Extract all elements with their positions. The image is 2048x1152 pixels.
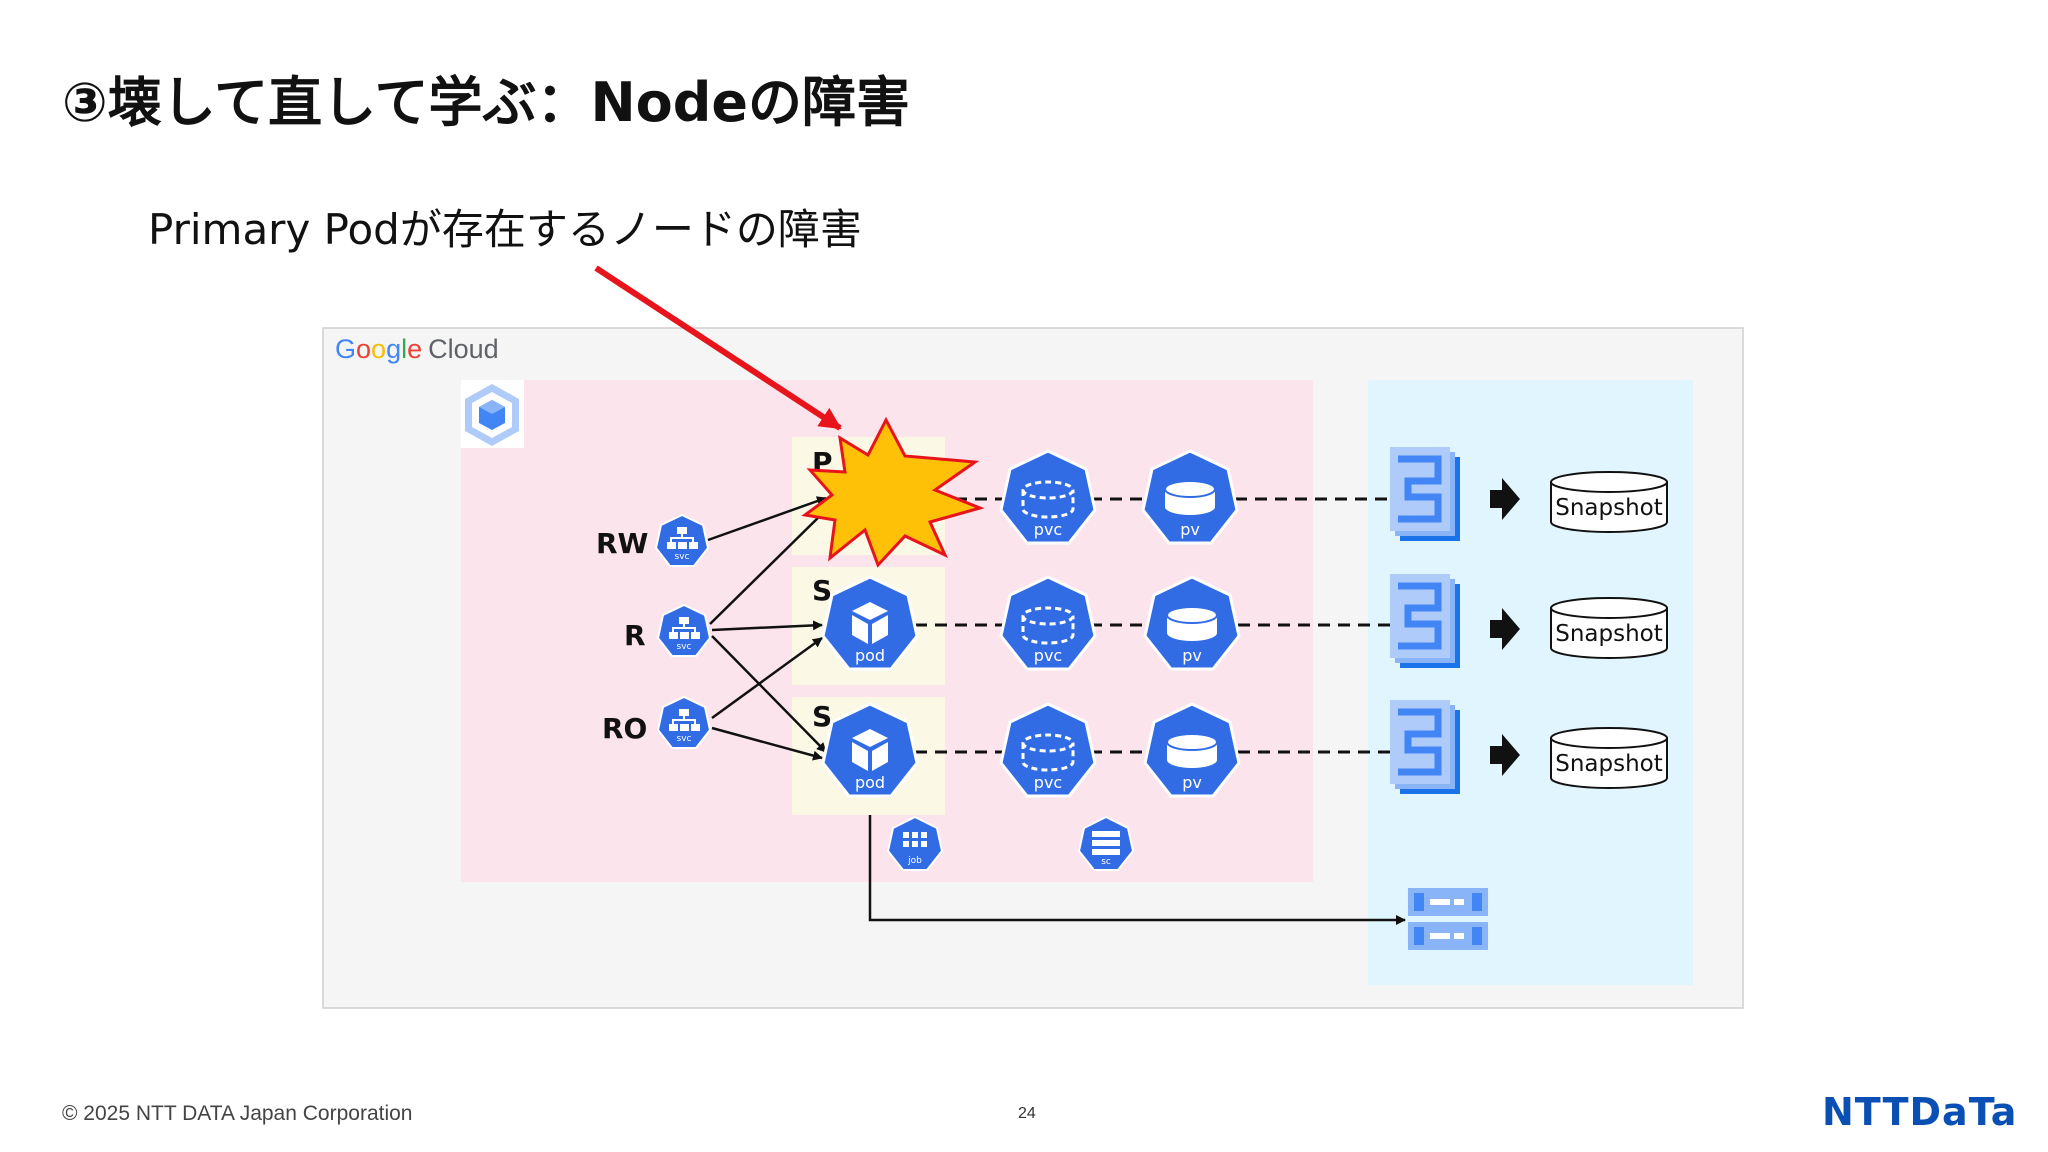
page-number: 24 bbox=[1018, 1105, 1036, 1122]
snapshot-cylinder: Snapshot bbox=[1550, 727, 1668, 789]
google-letter: g bbox=[386, 334, 401, 364]
pod-role-secondary: S bbox=[812, 574, 832, 607]
block-arrow-icon bbox=[1490, 734, 1520, 776]
failure-explosion-icon bbox=[801, 416, 985, 568]
svc-caption: svc bbox=[677, 642, 692, 652]
svc-caption: svc bbox=[677, 734, 692, 744]
footer-copyright: © 2025 NTT DATA Japan Corporation bbox=[62, 1102, 413, 1125]
svc-caption: svc bbox=[675, 552, 690, 562]
google-letter: G bbox=[335, 334, 356, 364]
service-icon: svc bbox=[656, 695, 712, 749]
gke-icon bbox=[461, 380, 524, 448]
pv-caption: pv bbox=[1180, 520, 1200, 539]
failure-pointer-arrow bbox=[594, 265, 842, 431]
slide-subtitle: Primary Podが存在するノードの障害 bbox=[148, 205, 862, 254]
pvc-icon: pvc bbox=[999, 575, 1097, 671]
pvc-caption: pvc bbox=[1034, 646, 1062, 665]
slide-title: ③壊して直して学ぶ：Nodeの障害 bbox=[62, 71, 911, 134]
pod-role-secondary: S bbox=[812, 700, 832, 733]
pv-caption: pv bbox=[1182, 646, 1202, 665]
service-icon: svc bbox=[656, 603, 712, 657]
pod-caption: pod bbox=[855, 773, 885, 792]
pvc-caption: pvc bbox=[1034, 520, 1062, 539]
storage-class-icon: sc bbox=[1077, 815, 1135, 871]
pv-icon: pv bbox=[1143, 575, 1241, 671]
job-caption: job bbox=[907, 856, 922, 866]
service-label-rw: RW bbox=[596, 527, 649, 560]
pod-icon: pod bbox=[821, 702, 919, 798]
pv-icon: pv bbox=[1141, 449, 1239, 545]
service-arrows bbox=[707, 496, 827, 761]
pvc-icon: pvc bbox=[999, 702, 1097, 798]
backup-arrow bbox=[868, 815, 1406, 925]
pv-caption: pv bbox=[1182, 773, 1202, 792]
pv-icon: pv bbox=[1143, 702, 1241, 798]
snapshot-cylinder: Snapshot bbox=[1550, 471, 1668, 533]
backup-storage-icon bbox=[1408, 888, 1488, 950]
persistent-disk-icon bbox=[1390, 574, 1460, 668]
sc-caption: sc bbox=[1101, 857, 1111, 867]
google-letter: o bbox=[356, 334, 371, 364]
snapshot-cylinder: Snapshot bbox=[1550, 597, 1668, 659]
pvc-icon: pvc bbox=[999, 449, 1097, 545]
google-letter: l bbox=[401, 334, 407, 364]
google-letter: e bbox=[407, 334, 422, 364]
pod-icon: pod bbox=[821, 575, 919, 671]
block-arrow-icon bbox=[1490, 478, 1520, 520]
dashed-links bbox=[915, 497, 1395, 754]
pod-caption: pod bbox=[855, 646, 885, 665]
snapshot-label: Snapshot bbox=[1555, 751, 1663, 777]
google-letter: o bbox=[371, 334, 386, 364]
service-label-r: R bbox=[624, 619, 646, 652]
job-icon: job bbox=[886, 815, 944, 871]
persistent-disk-icon bbox=[1390, 700, 1460, 794]
snapshot-label: Snapshot bbox=[1555, 621, 1663, 647]
service-label-ro: RO bbox=[602, 712, 647, 745]
cloud-word: Cloud bbox=[428, 334, 499, 364]
block-arrow-icon bbox=[1490, 608, 1520, 650]
persistent-disk-icon bbox=[1390, 447, 1460, 541]
pvc-caption: pvc bbox=[1034, 773, 1062, 792]
service-icon: svc bbox=[654, 513, 710, 567]
brand-logo: NTTDaTa bbox=[1822, 1090, 2018, 1134]
snapshot-label: Snapshot bbox=[1555, 495, 1663, 521]
